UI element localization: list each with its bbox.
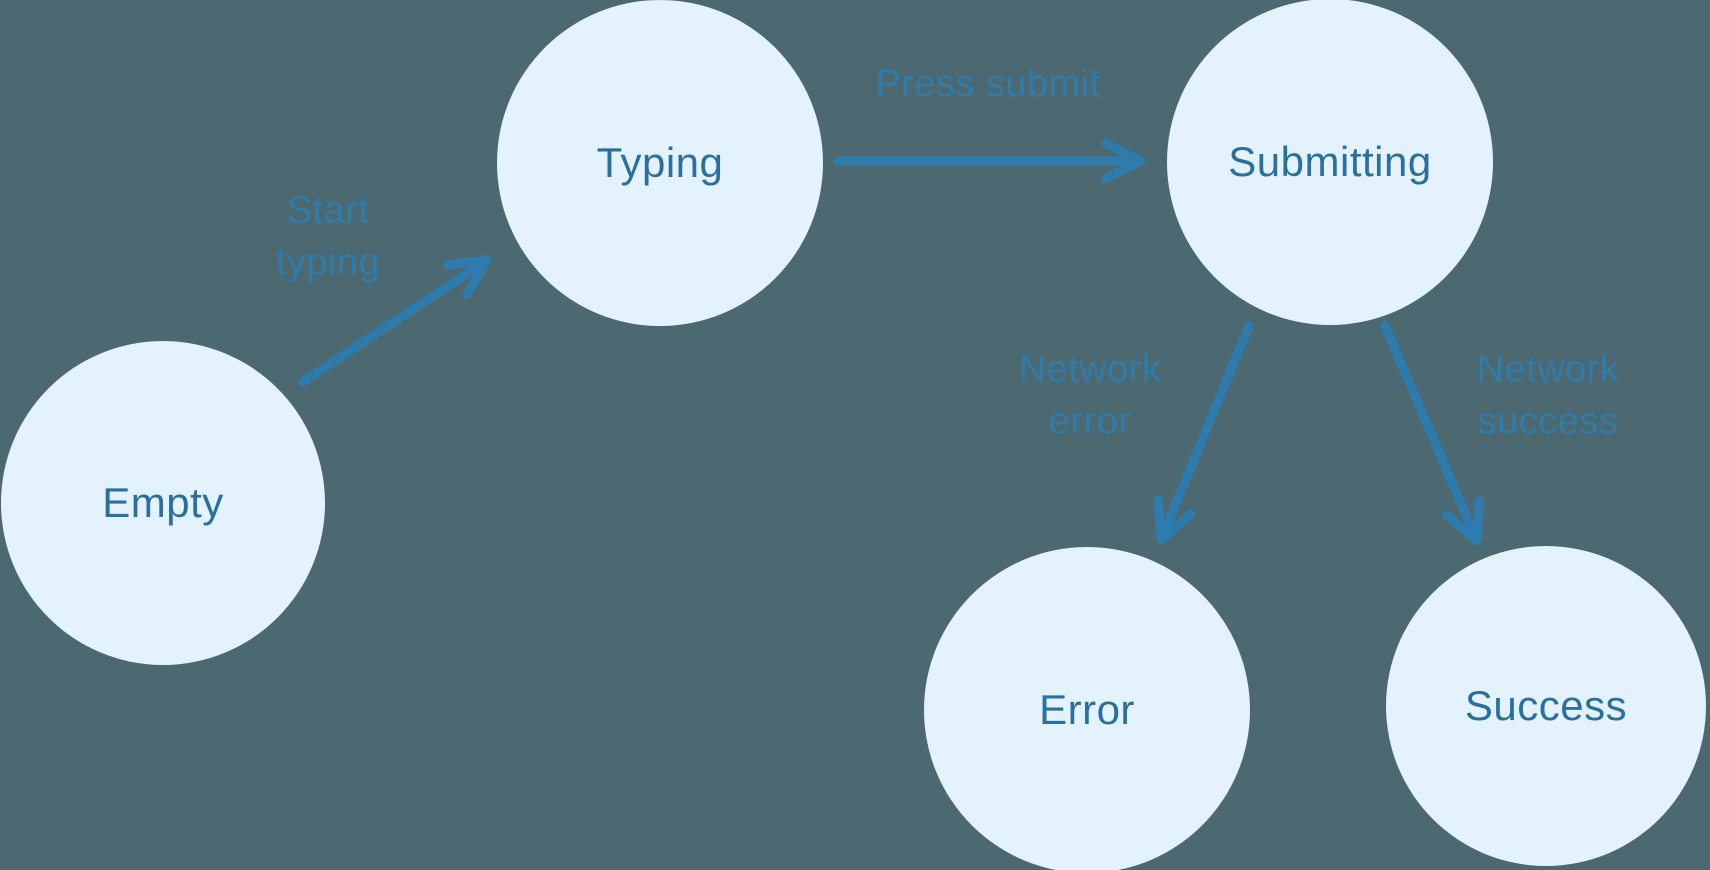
- state-node-submitting: Submitting: [1167, 0, 1493, 325]
- edge-label-network-error: Network error: [1018, 348, 1162, 442]
- state-node-label: Error: [1039, 686, 1135, 733]
- state-node-success: Success: [1386, 546, 1706, 866]
- state-node-label: Success: [1464, 682, 1628, 729]
- state-node-error: Error: [924, 547, 1250, 870]
- edge-label-network-success: Network success: [1476, 348, 1620, 442]
- state-node-label: Typing: [596, 139, 724, 186]
- state-node-label: Submitting: [1228, 138, 1432, 185]
- edge-label-press-submit: Press submit: [875, 63, 1101, 106]
- state-node-label: Empty: [102, 479, 224, 526]
- state-node-typing: Typing: [497, 0, 823, 326]
- edge-label-start-typing: Start typing: [275, 189, 381, 283]
- state-node-empty: Empty: [1, 341, 325, 665]
